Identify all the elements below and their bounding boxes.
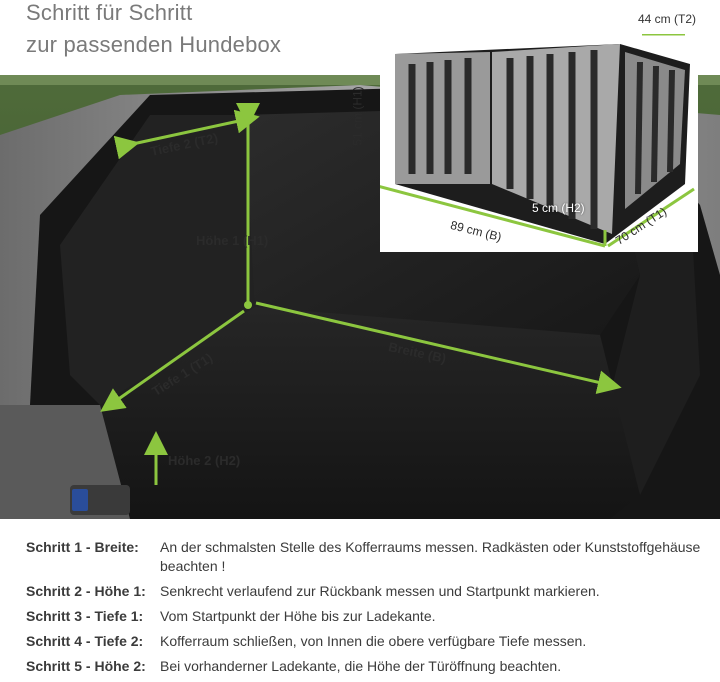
step-3-label: Schritt 3 - Tiefe 1:: [26, 608, 144, 624]
label-crate-h1: 51 cm (H1): [350, 86, 365, 146]
step-1: Schritt 1 - Breite: An der schmalsten St…: [26, 538, 706, 576]
guide-breite: [255, 301, 622, 394]
label-crate-h2: 5 cm (H2): [532, 201, 585, 215]
step-5-label: Schritt 5 - Höhe 2:: [26, 658, 146, 674]
label-hoehe-1: Höhe 1 (H1): [196, 233, 269, 248]
step-3: Schritt 3 - Tiefe 1: Vom Startpunkt der …: [26, 607, 706, 626]
guide-crate-b: [369, 182, 606, 248]
step-2-label: Schritt 2 - Höhe 1:: [26, 583, 146, 599]
page-title-line-1: Schritt für Schritt: [26, 0, 193, 25]
step-5: Schritt 5 - Höhe 2: Bei vorhanderner Lad…: [26, 657, 706, 676]
label-hoehe-2: Höhe 2 (H2): [168, 453, 241, 468]
step-1-label: Schritt 1 - Breite:: [26, 539, 139, 555]
guide-tiefe-1: [100, 309, 245, 412]
crate-drawing: [360, 32, 698, 252]
crate-panel: 44 cm (T2) 51 cm (H1) 5 cm (H2) 89 cm (B…: [351, 12, 698, 252]
step-1-text: An der schmalsten Stelle des Kofferraums…: [160, 539, 701, 574]
step-4-label: Schritt 4 - Tiefe 2:: [26, 633, 144, 649]
left-side-wall: [60, 115, 255, 405]
step-2: Schritt 2 - Höhe 1: Senkrecht verlaufend…: [26, 582, 706, 601]
step-4-text: Kofferraum schließen, von Innen die ober…: [160, 633, 587, 649]
page-title-line-2: zur passenden Hundebox: [26, 32, 282, 57]
step-3-text: Vom Startpunkt der Höhe bis zur Ladekant…: [160, 608, 436, 624]
step-5-text: Bei vorhanderner Ladekante, die Höhe der…: [160, 658, 562, 674]
step-4: Schritt 4 - Tiefe 2: Kofferraum schließe…: [26, 632, 706, 651]
label-crate-t2: 44 cm (T2): [638, 12, 697, 26]
guide-crate-t1: [607, 187, 695, 248]
step-2-text: Senkrecht verlaufend zur Rückbank messen…: [160, 583, 600, 599]
guide-tiefe-2: [113, 109, 260, 160]
steps-list: Schritt 1 - Breite: An der schmalsten St…: [26, 538, 706, 682]
